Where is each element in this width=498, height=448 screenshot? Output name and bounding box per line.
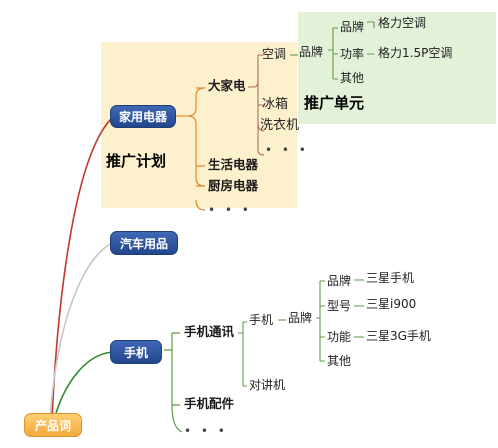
root-node[interactable]: 产品词 [24, 413, 82, 437]
node-living-appliance[interactable]: 生活电器 [208, 157, 259, 172]
label-promotion-plan: 推广计划 [106, 152, 167, 170]
node-phone-comm[interactable]: 手机通讯 [184, 324, 235, 339]
node-appliance[interactable]: 家用电器 [110, 105, 176, 128]
node-ac-attr-label[interactable]: 其他 [340, 71, 365, 85]
node-walkie-talkie[interactable]: 对讲机 [249, 378, 286, 392]
node-mobile-attr-label[interactable]: 其他 [327, 354, 352, 368]
node-ac-attr-label[interactable]: 品牌 [340, 20, 365, 34]
node-mobile-attr-value[interactable]: 三星i900 [366, 297, 417, 311]
node-washer[interactable]: 洗衣机 [260, 118, 300, 133]
node-ac-attr-label[interactable]: 功率 [340, 47, 365, 61]
node-fridge[interactable]: 冰箱 [262, 97, 289, 112]
appliance-more: • • • [208, 203, 252, 217]
node-ac-attr-value[interactable]: 格力空调 [378, 16, 427, 30]
node-ac-attr-value[interactable]: 格力1.5P空调 [378, 46, 453, 60]
node-major-appliance[interactable]: 大家电 [208, 78, 246, 93]
major-more: • • • [265, 143, 309, 157]
node-mobile-brand[interactable]: 品牌 [288, 311, 313, 325]
node-phone-accessories[interactable]: 手机配件 [184, 396, 235, 411]
node-mobile-attr-label[interactable]: 功能 [327, 330, 352, 344]
node-kitchen-appliance[interactable]: 厨房电器 [208, 178, 259, 193]
node-mobile-attr-value[interactable]: 三星3G手机 [366, 329, 431, 343]
node-phone[interactable]: 手机 [110, 340, 162, 364]
node-car[interactable]: 汽车用品 [110, 231, 178, 255]
node-ac[interactable]: 空调 [262, 47, 287, 61]
node-mobile-attr-label[interactable]: 型号 [327, 299, 352, 313]
node-mobile-attr-value[interactable]: 三星手机 [366, 271, 415, 285]
phone-more: • • • [184, 424, 228, 438]
node-mobile[interactable]: 手机 [249, 313, 274, 327]
node-mobile-attr-label[interactable]: 品牌 [327, 274, 352, 288]
promotion-unit-region [298, 12, 496, 124]
node-ac-brand[interactable]: 品牌 [299, 45, 324, 59]
label-promotion-unit: 推广单元 [304, 94, 365, 112]
